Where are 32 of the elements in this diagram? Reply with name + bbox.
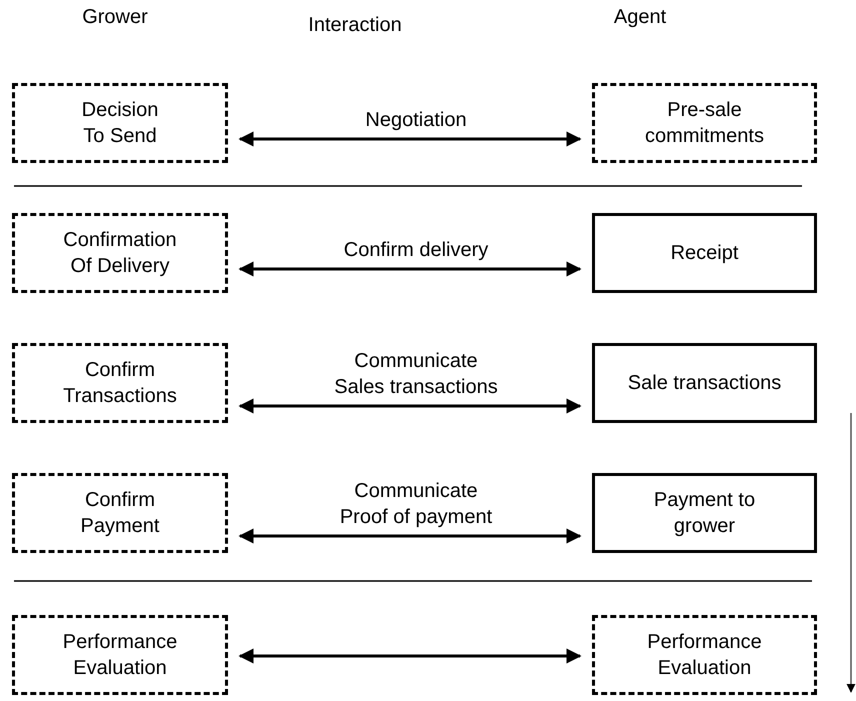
box-text: Payment to grower — [652, 488, 756, 539]
box-text: Receipt — [670, 241, 740, 266]
box-text: Confirm Transactions — [62, 358, 178, 409]
process-box — [592, 213, 817, 293]
process-box — [592, 343, 817, 423]
box-text: Performance Evaluation — [646, 630, 763, 681]
box-text: Performance Evaluation — [62, 630, 178, 681]
column-header: Agent — [612, 5, 668, 30]
process-box — [592, 473, 817, 553]
double-arrow — [238, 132, 582, 146]
process-box — [12, 615, 228, 695]
box-text: Pre-sale commitments — [644, 98, 765, 149]
double-arrow — [238, 648, 582, 664]
box-text: Sale transactions — [626, 371, 782, 396]
process-box — [12, 213, 228, 293]
column-header: Grower — [81, 5, 149, 30]
double-arrow — [238, 262, 582, 276]
process-box — [12, 83, 228, 163]
process-box — [592, 615, 817, 695]
box-text: Confirm Payment — [80, 488, 160, 539]
double-arrow — [238, 528, 582, 544]
edge-label: Confirm delivery — [342, 238, 490, 263]
edge-label: Negotiation — [364, 108, 468, 133]
box-text: Decision To Send — [80, 98, 160, 149]
column-header: Interaction — [307, 13, 403, 38]
double-arrow — [238, 398, 582, 414]
box-text: Confirmation Of Delivery — [62, 228, 178, 279]
process-box — [12, 343, 228, 423]
edge-label: Communicate Sales transactions — [333, 349, 499, 400]
process-box — [12, 473, 228, 553]
process-box — [592, 83, 817, 163]
edge-label: Communicate Proof of payment — [338, 479, 494, 530]
